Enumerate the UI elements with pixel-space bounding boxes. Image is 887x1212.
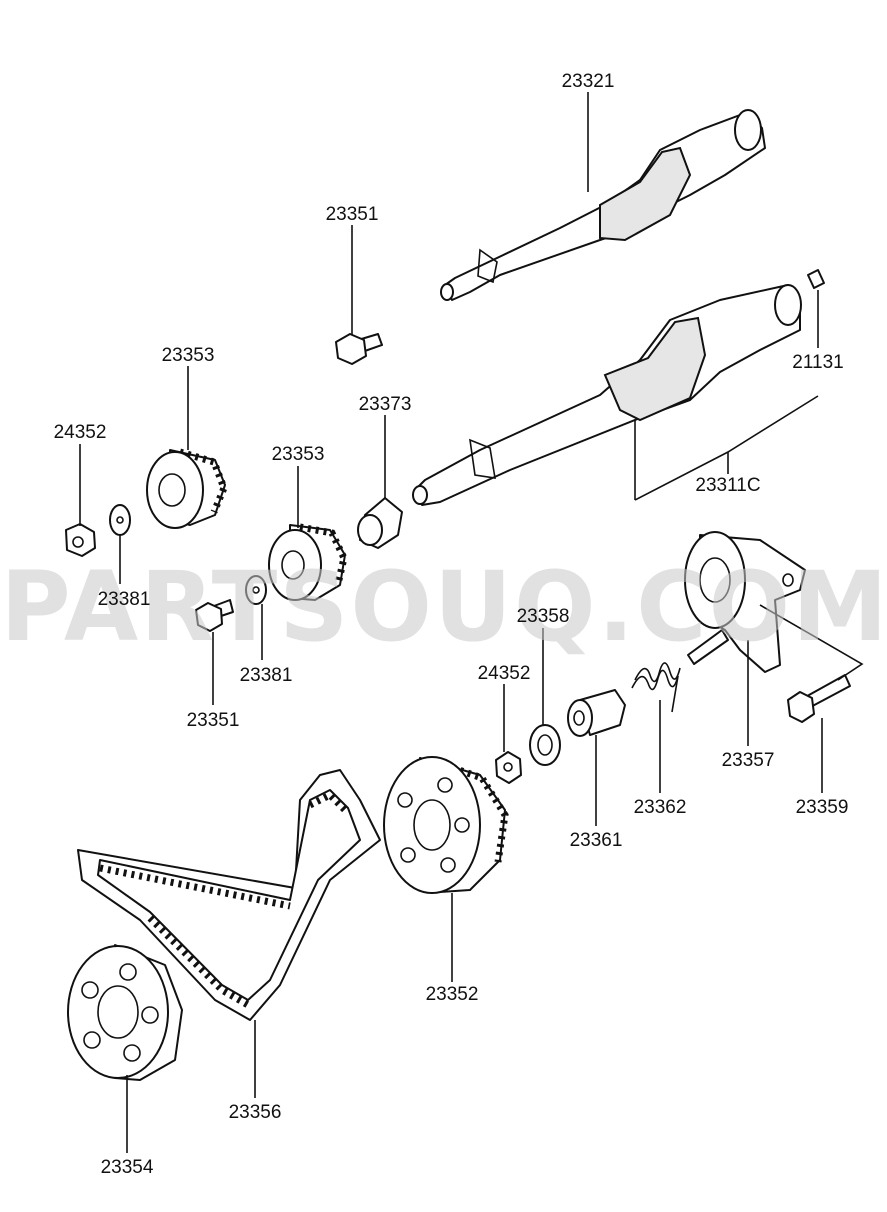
label-23353-center[interactable]: 23353 — [272, 444, 325, 465]
label-23358[interactable]: 23358 — [517, 606, 570, 627]
label-23353-left[interactable]: 23353 — [162, 345, 215, 366]
washer-23358[interactable] — [529, 724, 561, 766]
sprocket-23352[interactable] — [383, 756, 509, 894]
bolt-23359[interactable] — [787, 674, 851, 723]
label-23354[interactable]: 23354 — [101, 1157, 154, 1178]
watermark: PARTSOUQ.COM — [0, 551, 887, 663]
bolt-23351-top[interactable] — [335, 333, 383, 365]
leader-lines — [79, 92, 864, 1153]
label-23356[interactable]: 23356 — [229, 1102, 282, 1123]
bushing-23373[interactable] — [357, 497, 403, 549]
label-23381-center[interactable]: 23381 — [240, 665, 293, 686]
spring-23362[interactable] — [631, 662, 681, 713]
timing-belt-23356[interactable] — [77, 769, 381, 1021]
label-24352-left[interactable]: 24352 — [54, 422, 107, 443]
nut-24352-center[interactable] — [495, 751, 522, 784]
pulley-23354[interactable] — [67, 944, 183, 1081]
label-23361[interactable]: 23361 — [570, 830, 623, 851]
washer-23381-left[interactable] — [109, 504, 131, 536]
label-23362[interactable]: 23362 — [634, 797, 687, 818]
label-23352[interactable]: 23352 — [426, 984, 479, 1005]
label-23357[interactable]: 23357 — [722, 750, 775, 771]
sprocket-23353-center[interactable] — [268, 523, 348, 601]
label-21131[interactable]: 21131 — [792, 352, 843, 373]
label-23373[interactable]: 23373 — [359, 394, 412, 415]
part-labels: 23321 23351 23353 23373 21131 24352 2335… — [54, 71, 849, 1178]
label-23351-top[interactable]: 23351 — [326, 204, 379, 225]
label-23381-left[interactable]: 23381 — [98, 589, 151, 610]
label-23311c[interactable]: 23311C — [695, 475, 760, 496]
bolt-23351-lower[interactable] — [195, 599, 234, 632]
label-23359[interactable]: 23359 — [796, 797, 849, 818]
balance-shaft-upper[interactable] — [440, 109, 766, 301]
pin-21131[interactable] — [807, 269, 825, 289]
label-24352-center[interactable]: 24352 — [478, 663, 531, 684]
pivot-23361[interactable] — [567, 689, 626, 737]
balance-shaft-lower[interactable] — [412, 284, 802, 506]
washer-23381-center[interactable] — [245, 575, 267, 605]
tensioner-23357[interactable] — [684, 531, 806, 673]
label-23351-lower[interactable]: 23351 — [187, 710, 240, 731]
label-23321[interactable]: 23321 — [562, 71, 615, 92]
sprocket-23353-left[interactable] — [146, 448, 228, 529]
